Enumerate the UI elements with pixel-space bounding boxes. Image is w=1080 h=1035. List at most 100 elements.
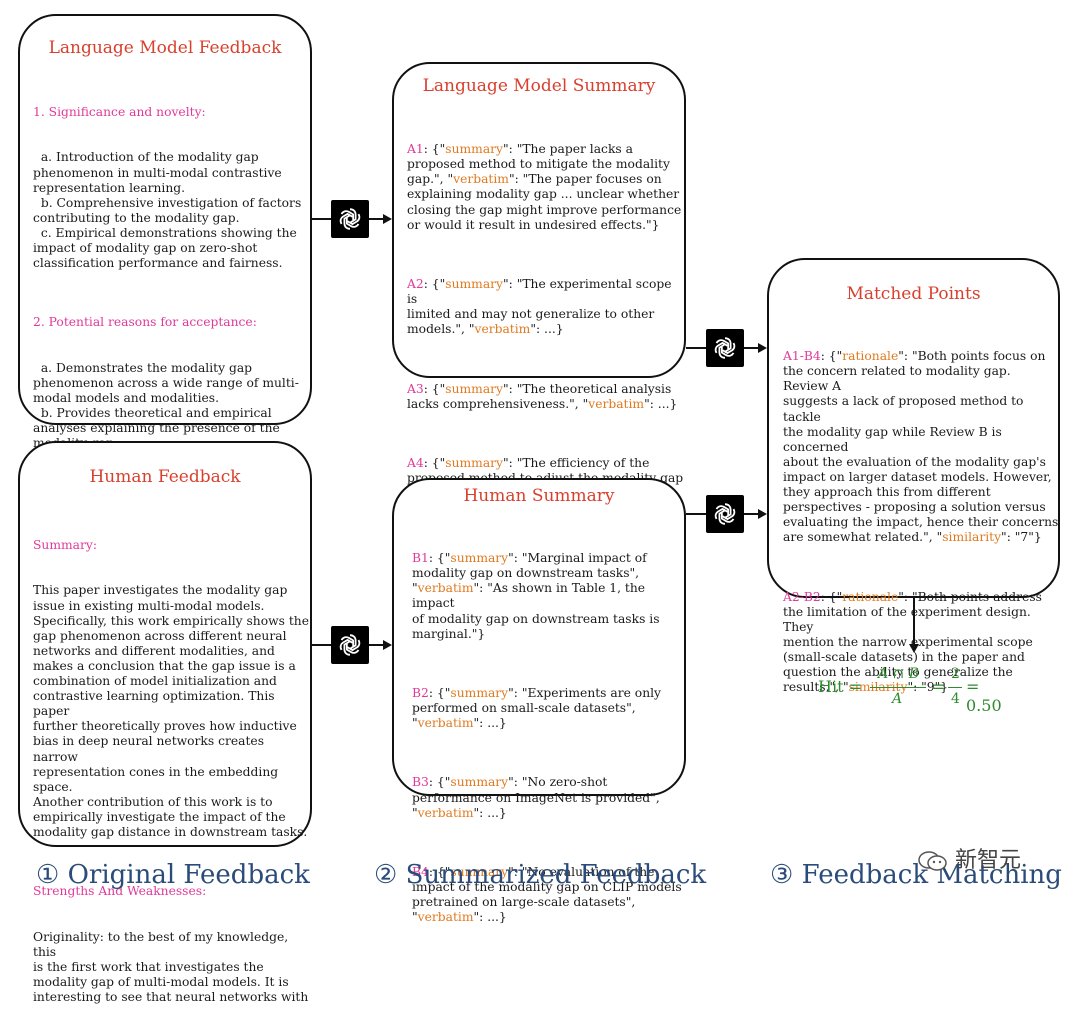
openai-logo-icon	[331, 200, 369, 238]
connector-line	[913, 598, 915, 645]
key-verbatim: verbatim	[417, 910, 474, 925]
item-text: ": "The experimental scope is limited an…	[407, 276, 672, 337]
key-summary: summary	[445, 381, 503, 396]
key-rationale: rationale	[842, 349, 899, 364]
human-feedback-heading-1: Summary:	[33, 538, 97, 553]
matched-item-a1-b4: A1-B4: {"rationale": "Both points focus …	[783, 349, 1059, 545]
formula-denominator-2: 4	[951, 691, 960, 707]
item-id: B3	[412, 775, 429, 790]
wechat-icon	[918, 850, 948, 872]
key-summary: summary	[450, 685, 509, 700]
formula-fraction-bar	[870, 687, 926, 688]
formula-numerator: A ∩ B	[878, 666, 920, 682]
lm-feedback-box: Language Model Feedback 1. Significance …	[18, 14, 312, 541]
item-text: : {"	[423, 455, 446, 470]
item-id: A3	[407, 381, 424, 396]
item-id: B4	[412, 864, 429, 879]
lm-feedback-items-1: a. Introduction of the modality gap phen…	[33, 150, 302, 271]
lm-summary-box: Language Model Summary A1: {"summary": "…	[392, 62, 686, 500]
item-text: : {"	[423, 381, 446, 396]
openai-logo-icon	[331, 626, 369, 664]
lm-feedback-title: Language Model Feedback	[48, 38, 282, 58]
key-verbatim: verbatim	[588, 396, 645, 411]
connector-line	[686, 513, 706, 515]
key-summary: summary	[450, 864, 509, 879]
connector-line	[369, 644, 384, 646]
key-summary: summary	[450, 775, 509, 790]
openai-logo-icon	[706, 495, 744, 533]
item-text: : {"	[428, 551, 451, 566]
human-summary-content: B1: {"summary": "Marginal impact of moda…	[412, 521, 686, 955]
matched-item-a2-b2: A2-B2: {"rationale": "Both points addres…	[783, 590, 1059, 696]
key-verbatim: verbatim	[453, 172, 509, 187]
watermark-logo: 新智元	[918, 842, 1021, 874]
item-id: B2	[412, 685, 429, 700]
human-summary-item-b2: B2: {"summary": "Experiments are only pe…	[412, 686, 686, 731]
human-feedback-box: Human Feedback Summary: This paper inves…	[18, 441, 312, 1004]
key-verbatim: verbatim	[417, 805, 474, 820]
item-text: ": "7"}	[1001, 530, 1042, 545]
lm-summary-item-a3: A3: {"summary": "The theoretical analysi…	[407, 382, 685, 412]
item-text: : {"	[428, 775, 451, 790]
item-text: ": "Experiments are only performed on sm…	[412, 685, 661, 731]
human-feedback-summary-text: This paper investigates the modality gap…	[33, 583, 310, 839]
item-text: ": "Marginal impact of modality gap on d…	[412, 551, 647, 596]
key-summary: summary	[450, 551, 509, 566]
key-summary: summary	[445, 142, 503, 157]
connector-line	[369, 218, 384, 220]
item-id: A4	[407, 455, 424, 470]
human-feedback-strengths-text: Originality: to the best of my knowledge…	[33, 929, 309, 1004]
item-text: ": ...}	[473, 805, 507, 820]
item-text: ": "The theoretical analysis lacks compr…	[407, 381, 672, 411]
connector-line	[744, 347, 758, 349]
formula-numerator-2: 2	[951, 666, 960, 682]
item-id: A1	[407, 142, 424, 157]
formula-hit-label: Hit =	[818, 677, 862, 696]
connector-line	[744, 513, 758, 515]
item-id: B1	[412, 551, 429, 566]
formula-fraction-bar-2	[948, 687, 962, 688]
human-feedback-title: Human Feedback	[89, 467, 241, 487]
human-feedback-content: Summary: This paper investigates the mod…	[33, 508, 311, 1035]
item-text: ": ...}	[530, 322, 564, 337]
item-text: ": "The paper lacks a proposed method to…	[407, 142, 670, 187]
item-text: ": ...}	[473, 910, 507, 925]
key-verbatim: verbatim	[474, 322, 531, 337]
key-rationale: rationale	[842, 589, 899, 604]
key-verbatim: verbatim	[417, 716, 474, 731]
lm-summary-item-a1: A1: {"summary": "The paper lacks a propo…	[407, 142, 685, 233]
watermark-text: 新智元	[955, 848, 1022, 873]
human-summary-item-b3: B3: {"summary": "No zero-shot performanc…	[412, 775, 686, 820]
item-text: ": "No zero-shot performance on ImageNet…	[412, 775, 660, 820]
formula-result: = 0.50	[966, 677, 1002, 715]
item-text: : {"	[820, 589, 843, 604]
lm-summary-item-a2: A2: {"summary": "The experimental scope …	[407, 277, 685, 337]
lm-feedback-heading-2: 2. Potential reasons for acceptance:	[33, 315, 257, 330]
matched-points-title: Matched Points	[846, 284, 981, 304]
formula-denominator: A	[892, 691, 903, 707]
label-feedback-matching: ③ Feedback Matching	[770, 860, 1062, 890]
item-text: : {"	[428, 685, 451, 700]
item-id: A2	[407, 276, 424, 291]
item-text: ": "Both points focus on the concern rel…	[783, 349, 1059, 545]
arrow-head	[383, 640, 392, 650]
key-similarity: similarity	[942, 530, 1002, 545]
lm-summary-content: A1: {"summary": "The paper lacks a propo…	[407, 112, 685, 531]
human-summary-item-b1: B1: {"summary": "Marginal impact of moda…	[412, 551, 686, 642]
arrow-head	[909, 644, 919, 653]
item-id: A2-B2	[783, 589, 821, 604]
connector-line	[686, 347, 706, 349]
hit-formula: Hit = A ∩ B A = 2 4 = 0.50	[818, 662, 1018, 715]
openai-logo-icon	[706, 329, 744, 367]
key-verbatim: verbatim	[417, 581, 474, 596]
arrow-head	[758, 509, 767, 519]
connector-line	[312, 644, 331, 646]
lm-feedback-heading-1: 1. Significance and novelty:	[33, 105, 206, 120]
human-feedback-heading-2: Strengths And Weaknesses:	[33, 884, 207, 899]
item-text: : {"	[423, 276, 446, 291]
item-text: ": "The paper focuses on explaining moda…	[407, 172, 682, 232]
item-text: : {"	[423, 142, 446, 157]
item-id: A1-B4	[783, 349, 821, 364]
human-summary-title: Human Summary	[463, 486, 615, 506]
item-text: ": ...}	[644, 396, 678, 411]
